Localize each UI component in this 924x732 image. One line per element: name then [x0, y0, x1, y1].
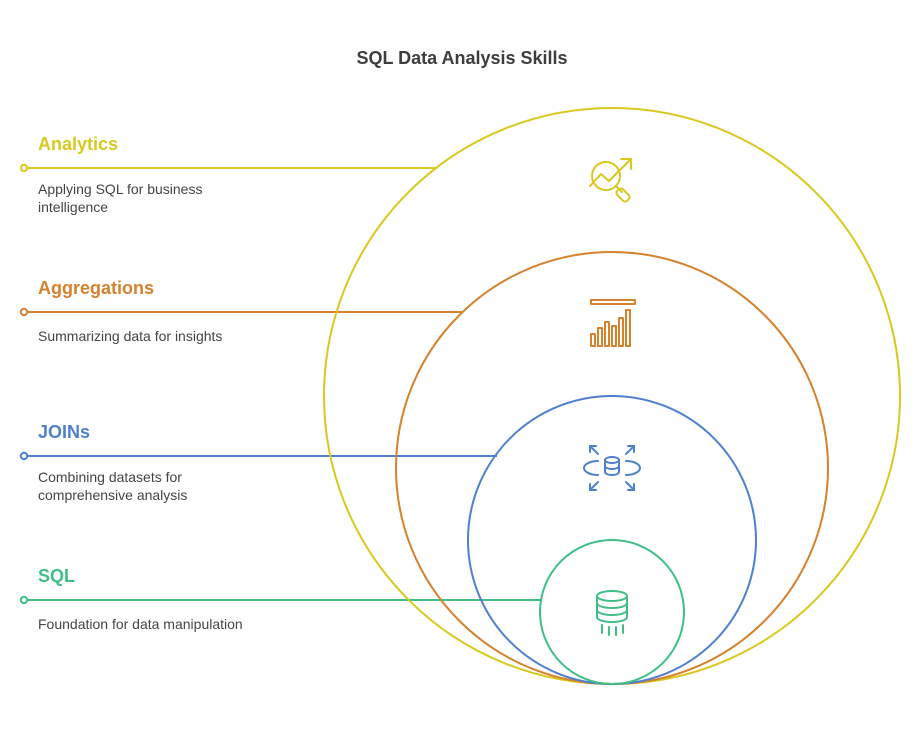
bar-chart-icon	[590, 299, 636, 347]
database-expand-icon	[583, 445, 641, 491]
level-label-sql: SQL	[38, 566, 76, 586]
connector-analytics	[19, 163, 437, 173]
connector-sql	[19, 595, 542, 605]
connector-aggregations	[19, 307, 462, 317]
level-description-joins: Combining datasets for comprehensive ana…	[38, 469, 188, 503]
connector-joins	[19, 451, 497, 461]
analytics-search-icon	[589, 158, 632, 203]
level-label-joins: JOINs	[38, 422, 91, 442]
level-label-analytics: Analytics	[38, 134, 119, 154]
level-description-analytics: Applying SQL for business intelligence	[38, 181, 203, 215]
database-icon	[596, 590, 628, 636]
level-description-sql: Foundation for data manipulation	[38, 616, 243, 632]
level-description-aggregations: Summarizing data for insights	[38, 328, 223, 344]
circle-sql	[539, 539, 685, 685]
level-label-aggregations: Aggregations	[38, 278, 155, 298]
diagram-title: SQL Data Analysis Skills	[356, 48, 568, 68]
